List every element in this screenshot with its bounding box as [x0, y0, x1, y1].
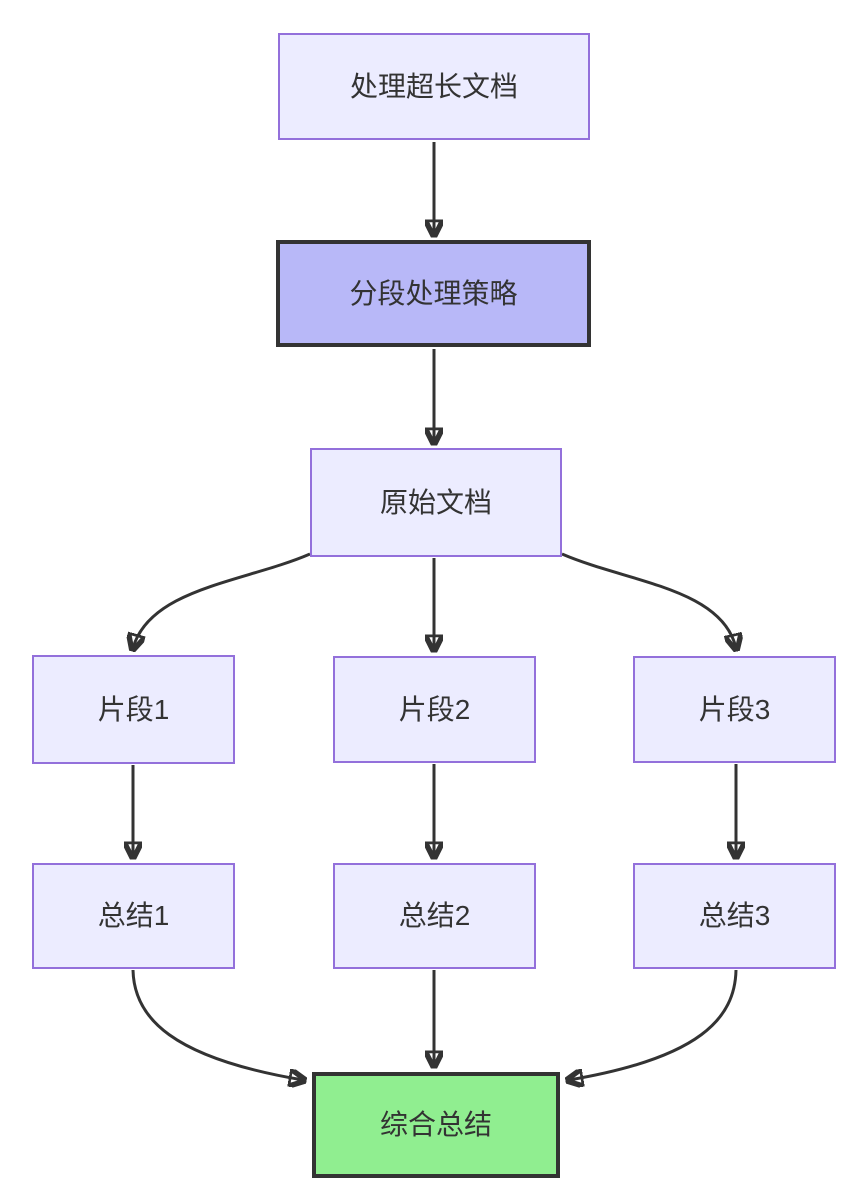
node-label: 总结1 [97, 900, 170, 932]
node-label: 片段2 [398, 693, 471, 725]
node-label: 分段处理策略 [349, 277, 518, 309]
node-label: 总结2 [398, 900, 471, 932]
edge-E3-F [569, 969, 738, 1080]
edge-C-D1 [133, 552, 311, 648]
node-final-summary: 综合总结 [312, 1072, 560, 1178]
edge-C-D3 [561, 552, 736, 648]
node-summary-2: 总结2 [333, 863, 536, 969]
node-fragment-2: 片段2 [333, 656, 536, 763]
node-segmentation-strategy: 分段处理策略 [276, 240, 591, 347]
node-label: 综合总结 [379, 1109, 492, 1141]
node-original-document: 原始文档 [310, 448, 562, 557]
node-process-long-document: 处理超长文档 [278, 33, 590, 140]
node-label: 片段1 [97, 693, 170, 725]
node-summary-1: 总结1 [32, 863, 235, 969]
node-label: 处理超长文档 [349, 70, 518, 102]
node-label: 总结3 [698, 900, 771, 932]
node-fragment-3: 片段3 [633, 656, 836, 763]
node-summary-3: 总结3 [633, 863, 836, 969]
edge-E1-F [131, 969, 303, 1080]
node-label: 片段3 [698, 693, 771, 725]
node-label: 原始文档 [379, 486, 492, 518]
node-fragment-1: 片段1 [32, 655, 235, 764]
